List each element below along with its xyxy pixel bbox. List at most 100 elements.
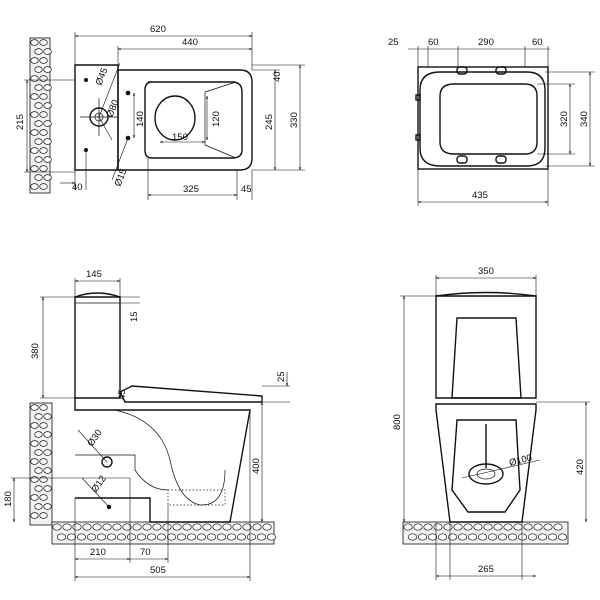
dim-side-d30: Ø30 xyxy=(85,428,104,449)
wall-stone xyxy=(30,93,39,100)
seat-view: 25 60 290 60 320 340 435 xyxy=(388,37,595,206)
wall-stone xyxy=(236,533,247,541)
wall-stone xyxy=(196,533,207,541)
wall-stone xyxy=(122,523,132,531)
front-view-floor xyxy=(402,521,569,545)
wall-stone xyxy=(483,523,493,531)
wall-stone xyxy=(192,523,202,531)
wall-stone xyxy=(447,533,458,541)
wall-stone xyxy=(92,523,102,531)
wall-stone xyxy=(106,533,117,541)
wall-stone xyxy=(463,523,473,531)
wall-stone xyxy=(43,48,52,55)
wall-stone xyxy=(66,533,77,541)
wall-stone xyxy=(162,523,172,531)
wall-stone xyxy=(39,494,48,501)
wall-stone xyxy=(30,57,39,64)
wall-stone xyxy=(112,523,122,531)
dim-front-265: 265 xyxy=(478,564,494,575)
wall-stone xyxy=(34,48,43,55)
dim-top-330: 330 xyxy=(289,112,300,128)
wall-stone xyxy=(43,431,52,438)
wall-stone xyxy=(443,523,453,531)
wall-stone xyxy=(39,147,48,154)
wall-stone xyxy=(527,533,538,541)
wall-stone xyxy=(39,93,48,100)
dim-top-d45: Ø45 xyxy=(94,66,111,87)
wall-stone xyxy=(30,39,39,46)
wall-stone xyxy=(34,485,43,492)
dim-seat-320: 320 xyxy=(559,111,570,127)
wall-stone xyxy=(30,75,39,82)
dim-top-140: 140 xyxy=(135,111,146,127)
front-view-tank-panel xyxy=(451,317,522,399)
dim-side-25: 25 xyxy=(276,371,287,382)
wall-stone xyxy=(72,523,82,531)
dim-top-d80: Ø80 xyxy=(105,98,122,119)
seat-inner xyxy=(439,83,538,155)
wall-stone xyxy=(413,523,423,531)
wall-stone xyxy=(102,523,112,531)
wall-stone xyxy=(407,533,418,541)
wall-stone xyxy=(513,523,523,531)
wall-stone xyxy=(212,523,222,531)
wall-stone xyxy=(222,523,232,531)
wall-stone xyxy=(43,102,52,109)
seat-hinge-top-left xyxy=(456,66,468,75)
top-view-bowl-outline xyxy=(117,69,253,171)
wall-stone xyxy=(34,431,43,438)
wall-stone xyxy=(216,533,227,541)
wall-stone xyxy=(30,165,39,172)
wall-stone xyxy=(553,523,563,531)
dim-side-210: 210 xyxy=(90,547,106,558)
seat-bumper-upper xyxy=(415,94,421,101)
dim-top-325: 325 xyxy=(183,184,199,195)
wall-stone xyxy=(427,533,438,541)
dim-side-180: 180 xyxy=(3,491,14,507)
dim-side-145: 145 xyxy=(86,269,102,280)
wall-stone xyxy=(537,533,548,541)
wall-stone xyxy=(487,533,498,541)
dim-side-d12: Ø12 xyxy=(89,474,108,495)
wall-stone xyxy=(43,84,52,91)
front-view: Ø100 350 800 420 265 xyxy=(392,266,590,580)
wall-stone xyxy=(423,523,433,531)
wall-stone xyxy=(156,533,167,541)
wall-stone xyxy=(176,533,187,541)
dim-side-400: 400 xyxy=(251,458,262,474)
wall-stone xyxy=(34,449,43,456)
wall-stone xyxy=(473,523,483,531)
wall-stone xyxy=(39,458,48,465)
wall-stone xyxy=(497,533,508,541)
wall-stone xyxy=(403,523,413,531)
wall-stone xyxy=(34,503,43,510)
wall-stone xyxy=(266,533,277,541)
wall-stone xyxy=(43,413,52,420)
wall-stone xyxy=(206,533,217,541)
wall-stone xyxy=(39,183,48,190)
dim-side-380: 380 xyxy=(30,343,41,359)
dim-top-40: 40 xyxy=(72,182,83,193)
dim-top-245: 245 xyxy=(264,114,275,130)
wall-stone xyxy=(126,533,137,541)
wall-stone xyxy=(43,485,52,492)
wall-stone xyxy=(34,413,43,420)
wall-stone xyxy=(39,476,48,483)
seat-hinge-bottom-left xyxy=(456,155,468,164)
wall-stone xyxy=(232,523,242,531)
wall-stone xyxy=(30,111,39,118)
wall-stone xyxy=(547,533,558,541)
seat-frame xyxy=(417,66,549,170)
wall-stone xyxy=(43,120,52,127)
wall-stone xyxy=(136,533,147,541)
wall-stone xyxy=(39,512,48,519)
wall-stone xyxy=(39,440,48,447)
wall-stone xyxy=(433,523,443,531)
wall-stone xyxy=(166,533,177,541)
wall-stone xyxy=(517,533,528,541)
wall-stone xyxy=(86,533,97,541)
wall-stone xyxy=(43,66,52,73)
dim-seat-290: 290 xyxy=(478,37,494,48)
wall-stone xyxy=(30,422,39,429)
